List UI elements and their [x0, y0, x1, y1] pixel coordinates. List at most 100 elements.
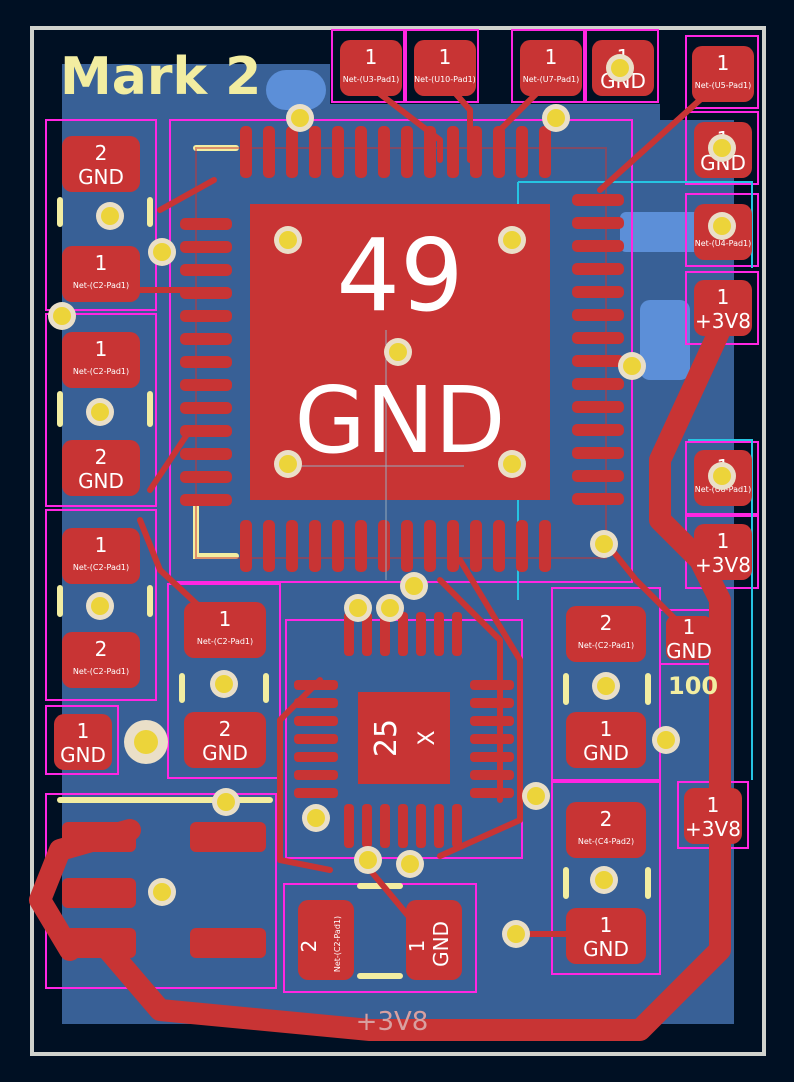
left-cap-pad-2-copper — [62, 246, 140, 302]
mid-cap-pad-2-copper — [184, 712, 266, 768]
via-19[interactable] — [597, 677, 615, 695]
header-pad-2-number: 1 — [439, 45, 452, 69]
bottom-cap-pad-2-copper — [406, 900, 462, 980]
via-10[interactable] — [389, 343, 407, 361]
right-pad-7-net: +3V8 — [685, 817, 741, 841]
left-cap-pad-6-net: Net-(C2-Pad1) — [73, 667, 129, 676]
right-cap-pad-3-net: Net-(C4-Pad2) — [578, 837, 634, 846]
via-17[interactable] — [381, 599, 399, 617]
small-ic-mark: X — [415, 730, 440, 745]
via-5[interactable] — [53, 307, 71, 325]
inductor-pads — [62, 822, 266, 958]
bottom-cap-pad-2-net: GND — [429, 921, 453, 967]
right-pad-5-number: 1 — [717, 529, 730, 553]
left-cap-pad-5-copper — [62, 528, 140, 584]
via-8[interactable] — [279, 231, 297, 249]
via-11[interactable] — [279, 455, 297, 473]
via-32[interactable] — [713, 217, 731, 235]
via-7[interactable] — [91, 597, 109, 615]
via-6[interactable] — [91, 403, 109, 421]
header-pad-5-number: 1 — [717, 51, 730, 75]
via-21[interactable] — [134, 730, 158, 754]
left-cap-pad-2-number: 1 — [95, 251, 108, 275]
left-cap-pad-4-number: 2 — [95, 445, 108, 469]
via-30[interactable] — [611, 59, 629, 77]
mid-cap-pad-2-net: GND — [202, 741, 248, 765]
via-1[interactable] — [291, 109, 309, 127]
right-pad-7[interactable]: 1+3V8 — [684, 788, 742, 844]
via-25[interactable] — [153, 883, 171, 901]
left-cap-pad-6-number: 2 — [95, 637, 108, 661]
header-pad-1-net: Net-(U3-Pad1) — [343, 75, 400, 84]
header-pad-1-number: 1 — [365, 45, 378, 69]
via-15[interactable] — [405, 577, 423, 595]
bottom-cap-pad-1-net: Net-(C2-Pad1) — [333, 916, 342, 972]
via-4[interactable] — [101, 207, 119, 225]
left-cap-pad-5-net: Net-(C2-Pad1) — [73, 563, 129, 572]
right-cap-pad-4-net: GND — [583, 937, 629, 961]
via-12[interactable] — [503, 455, 521, 473]
via-3[interactable] — [153, 243, 171, 261]
right-pad-3-number: 1 — [717, 285, 730, 309]
via-9[interactable] — [503, 231, 521, 249]
via-22[interactable] — [217, 793, 235, 811]
bottom-net-label: +3V8 — [356, 1007, 429, 1037]
right-pad-5[interactable]: 1+3V8 — [694, 524, 752, 580]
left-cap-pad-1-copper — [62, 136, 140, 192]
header-pad-2-net: Net-(U10-Pad1) — [414, 75, 476, 84]
main-ic-pins — [180, 126, 624, 572]
via-2[interactable] — [547, 109, 565, 127]
via-18[interactable] — [215, 675, 233, 693]
right-pad-3[interactable]: 1+3V8 — [694, 280, 752, 336]
via-24[interactable] — [527, 787, 545, 805]
left-cap-pad-3-number: 1 — [95, 337, 108, 361]
via-33[interactable] — [713, 467, 731, 485]
via-13[interactable] — [623, 357, 641, 375]
right-cap-pad-2-copper — [566, 712, 646, 768]
right-cap-pad-3-number: 2 — [600, 807, 613, 831]
via-26[interactable] — [359, 851, 377, 869]
header-pad-2-copper — [414, 40, 476, 96]
left-cap-pad-2-net: Net-(C2-Pad1) — [73, 281, 129, 290]
via-29[interactable] — [507, 925, 525, 943]
via-28[interactable] — [595, 871, 613, 889]
left-cap-pad-4-net: GND — [78, 469, 124, 493]
via-31[interactable] — [713, 139, 731, 157]
left-cap-pad-3-net: Net-(C2-Pad1) — [73, 367, 129, 376]
small-ic-center-pad[interactable] — [358, 692, 450, 784]
via-20[interactable] — [657, 731, 675, 749]
via-14[interactable] — [595, 535, 613, 553]
via-27[interactable] — [401, 855, 419, 873]
thermal-pad-net: GND — [295, 367, 506, 474]
small-ic-ref: 25 — [369, 719, 404, 757]
right-cap-pad-4-number: 1 — [600, 913, 613, 937]
bottom-cap-pad-1-number: 2 — [297, 940, 321, 953]
right-pad-6-copper — [666, 616, 712, 660]
right-pad-6-number: 1 — [683, 615, 696, 639]
via-16[interactable] — [349, 599, 367, 617]
via-23[interactable] — [307, 809, 325, 827]
main-ic: 49 GND — [180, 126, 624, 580]
bottom-cap-pad-2-number: 1 — [405, 940, 429, 953]
bottom-cap-pad-1[interactable]: 2 Net-(C2-Pad1) — [297, 900, 354, 980]
